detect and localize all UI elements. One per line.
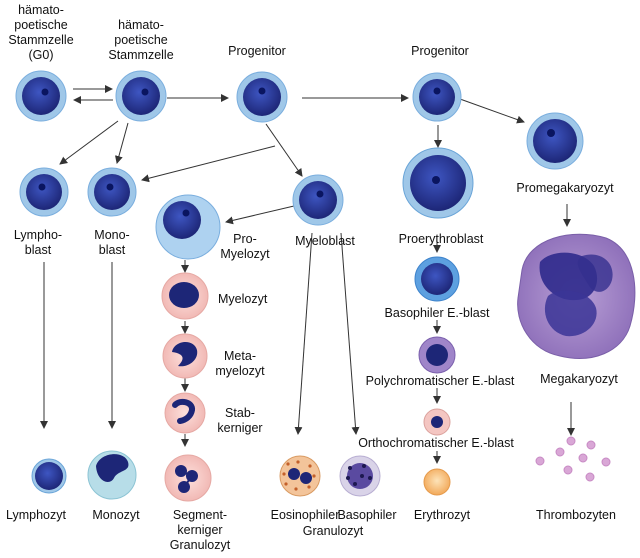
label-basophilic-eb: Basophiler E.-blast (384, 306, 490, 320)
label-band-cell-line2: kerniger (217, 421, 263, 435)
label-orthochromatic-eb: Orthochromatischer E.-blast (358, 436, 514, 450)
label-promyelocyte: Pro- Myelozyt (220, 232, 269, 262)
label-lymphocyte: Lymphozyt (6, 508, 66, 522)
label-metamyelocyte-line2: myelozyt (215, 364, 265, 378)
arrows (40, 85, 575, 464)
eosinophil-cell (279, 455, 321, 497)
label-erythrocyte: Erythrozyt (413, 508, 471, 522)
label-progenitor-1: Progenitor (228, 44, 286, 58)
proerythroblast-cell (402, 147, 474, 219)
label-hsc-g0-line1: hämato- (18, 3, 64, 17)
promyelocyte-cell (155, 194, 221, 260)
label-proerythroblast: Proerythroblast (398, 232, 484, 246)
label-myeloblast: Myeloblast (295, 234, 355, 248)
label-hsc-g0: hämato- poetische Stammzelle (G0) (8, 3, 73, 63)
label-promyelocyte-line1: Pro- (233, 232, 257, 246)
hsc-cell (115, 70, 167, 122)
lymphoblast-cell (19, 167, 69, 217)
progenitor-cell-1 (236, 71, 288, 123)
label-promegakaryocyte: Promegakaryozyt (516, 181, 614, 195)
label-lymphoblast-line2: blast (24, 243, 52, 257)
label-hsc-line3: Stammzelle (108, 48, 174, 62)
label-polychromatic-eb: Polychromatischer E.-blast (365, 374, 515, 388)
label-myelocyte: Myelozyt (218, 292, 268, 306)
monocyte-cell (87, 450, 137, 500)
orthochromatic-erythroblast-cell (423, 408, 451, 436)
monoblast-cell (87, 167, 137, 217)
segmented-granulocyte-cell (164, 454, 212, 502)
label-hsc-line2: poetische (114, 33, 168, 47)
progenitor-cell-2 (412, 72, 462, 122)
label-segmented-line1: Segment- (172, 508, 228, 522)
label-monocyte: Monozyt (92, 508, 140, 522)
label-basophil: Basophiler (337, 508, 397, 522)
polychromatic-erythroblast-cell (418, 336, 456, 374)
myeloblast-cell (292, 174, 344, 226)
megakaryocyte-cell (517, 233, 636, 359)
label-band-cell-line1: Stab- (225, 406, 255, 420)
label-hsc-g0-line3: Stammzelle (8, 33, 74, 47)
label-band-cell: Stab- kerniger (217, 406, 262, 436)
label-hsc-g0-line4: (G0) (28, 48, 54, 62)
hsc-g0-cell (15, 70, 67, 122)
label-monoblast-line2: blast (98, 243, 126, 257)
basophilic-erythroblast-cell (414, 256, 460, 302)
label-megakaryocyte: Megakaryozyt (540, 372, 618, 386)
label-progenitor-2: Progenitor (411, 44, 469, 58)
thrombocytes (535, 436, 611, 482)
label-metamyelocyte-line1: Meta- (224, 349, 256, 363)
label-granulocyte: Granulozyt (302, 524, 364, 538)
label-hsc-line1: hämato- (118, 18, 164, 32)
erythrocyte-cell (423, 468, 451, 496)
label-segmented-line2: kerniger (177, 523, 223, 537)
metamyelocyte-cell (162, 333, 208, 379)
label-eosinophil: Eosinophiler (270, 508, 340, 522)
label-metamyelocyte: Meta- myelozyt (215, 349, 264, 379)
band-cell (164, 392, 206, 434)
basophil-cell (339, 455, 381, 497)
label-monoblast-line1: Mono- (94, 228, 130, 242)
label-thrombocytes: Thrombozyten (536, 508, 616, 522)
label-segmented-line3: Granulozyt (169, 538, 231, 552)
label-lymphoblast: Lympho- blast (14, 228, 62, 258)
label-hsc-g0-line2: poetische (14, 18, 68, 32)
label-hsc: hämato- poetische Stammzelle (108, 18, 173, 63)
myelocyte-cell (161, 272, 209, 320)
label-monoblast: Mono- blast (94, 228, 129, 258)
label-segmented: Segment- kerniger Granulozyt (170, 508, 230, 553)
label-lymphoblast-line1: Lympho- (13, 228, 63, 242)
label-promyelocyte-line2: Myelozyt (220, 247, 270, 261)
lymphocyte-cell (31, 458, 67, 494)
promegakaryocyte-cell (526, 112, 584, 170)
